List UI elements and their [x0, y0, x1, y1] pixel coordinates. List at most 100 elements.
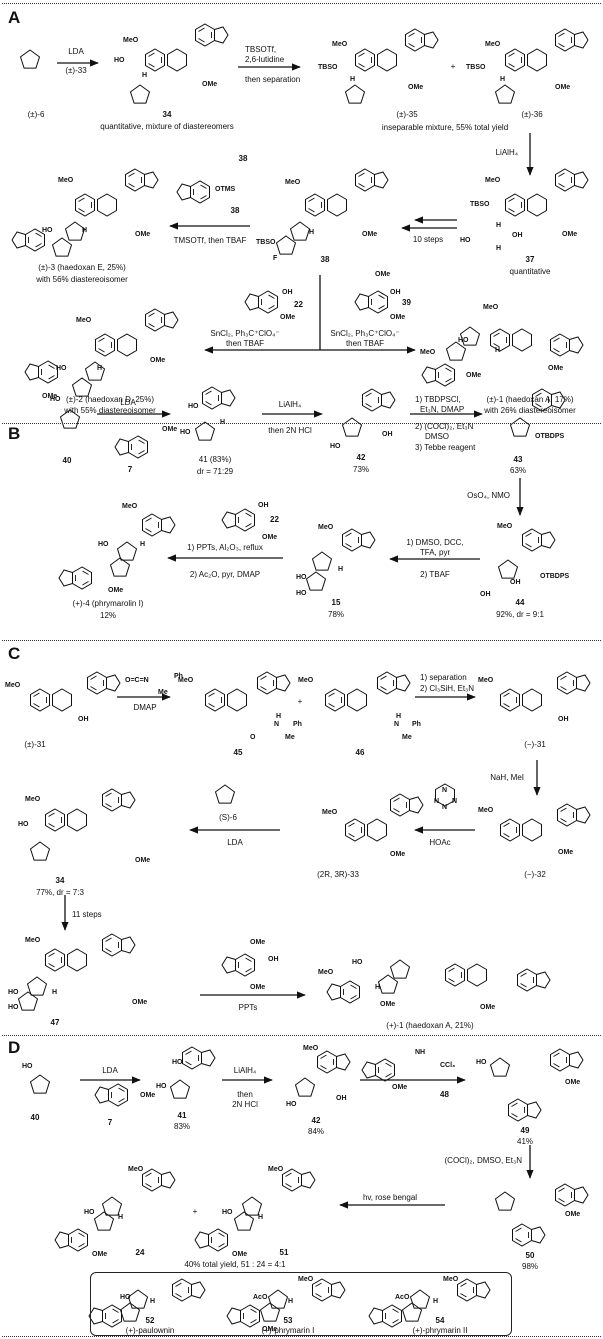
atom-label: MeO [322, 809, 338, 816]
atom-label: OMe [390, 851, 406, 858]
benzodioxole-ring [12, 229, 45, 251]
separator [2, 423, 601, 424]
benzodioxole-ring [355, 291, 388, 313]
reaction-condition: LDA [68, 47, 84, 56]
atom-label: Ph [293, 721, 302, 728]
compound-label: (±)-1 (haedoxan A, 17%) [486, 395, 574, 404]
atom-label: H [220, 419, 226, 426]
benzodioxole-ring [59, 567, 92, 589]
furan-ring [312, 551, 332, 571]
atom-label: OH [512, 232, 523, 239]
reaction-condition: 11 steps [72, 910, 102, 919]
benzodioxole-ring [203, 387, 236, 409]
atom-label: MeO [58, 177, 74, 184]
atom-label: HO [458, 337, 469, 344]
benzene-ring [325, 688, 345, 712]
dioxane-ring [522, 688, 542, 712]
atom-label: OMe [232, 1251, 248, 1258]
compound-label: dr = 71:29 [196, 467, 234, 476]
reaction-condition: 39 [402, 298, 411, 307]
compound-label: with 56% diastereoisomer [36, 275, 128, 284]
atom-label: H [97, 365, 103, 372]
atom-label: OMe [92, 1251, 108, 1258]
benzodioxole-ring [556, 1184, 589, 1206]
benzodioxole-ring [103, 934, 136, 956]
compound-label: (±)-3 (haedoxan E, 25%) [38, 263, 126, 272]
reaction-condition: TFA, pyr [419, 548, 451, 557]
benzodioxole-ring [556, 169, 589, 191]
dioxane-ring [67, 948, 87, 972]
atom-label: N [442, 787, 448, 794]
compound-label: (±)-2 (haedoxan D, 25%) [66, 395, 154, 404]
atom-label: OMe [562, 231, 578, 238]
compound-label: (±)-36 [521, 110, 543, 119]
reaction-condition: OMe [140, 1092, 156, 1099]
atom-label: H [142, 72, 148, 79]
compound-label: (+)-4 (phrymarolin I) [72, 599, 144, 608]
atom-label: HO [460, 237, 471, 244]
compound-label: 44 [515, 598, 525, 607]
reaction-condition: OH [258, 502, 269, 509]
benzene-ring [30, 688, 50, 712]
dioxane-ring [327, 193, 347, 217]
benzene-ring [445, 963, 465, 987]
atom-label: HO [188, 403, 199, 410]
atom-label: HO [8, 989, 19, 996]
atom-label: H [118, 1214, 124, 1221]
furan-ring [295, 1077, 315, 1097]
benzodioxole-ring [88, 672, 121, 694]
compound-label: 24 [135, 1248, 145, 1257]
reaction-condition: 2) Cl₃SiH, Et₃N [420, 684, 475, 693]
atom-label: OMe [555, 84, 571, 91]
benzene-ring [345, 818, 365, 842]
atom-label: OMe [262, 1326, 278, 1333]
atom-label: H [150, 1298, 156, 1305]
dioxane-ring [97, 193, 117, 217]
dioxane-ring [227, 688, 247, 712]
compound-label: (±)-35 [396, 110, 418, 119]
compound-label: quantitative [509, 267, 551, 276]
atom-label: AcO [395, 1294, 410, 1301]
benzodioxole-ring [177, 181, 210, 203]
atom-label: OMe [466, 372, 482, 379]
benzodioxole-ring [362, 1059, 395, 1081]
furan-ring [495, 84, 515, 104]
benzodioxole-ring [258, 672, 291, 694]
atom-label: OTBDPS [535, 433, 565, 440]
compound-label: (2R, 3R)-33 [317, 870, 359, 879]
compound-label: 92%, dr = 9:1 [496, 610, 544, 619]
atom-label: N [394, 721, 400, 728]
reaction-condition: OTMS [215, 186, 236, 193]
benzodioxole-ring [222, 509, 255, 531]
compound-label: (+)-phrymarin I [261, 1326, 315, 1335]
benzodioxole-ring [523, 529, 556, 551]
atom-label: H [276, 713, 282, 720]
atom-label: HO [296, 574, 307, 581]
compound-label: 73% [352, 465, 370, 474]
benzodioxole-ring [103, 789, 136, 811]
compound-label: 46 [355, 748, 365, 757]
benzodioxole-ring [343, 529, 376, 551]
reaction-condition: inseparable mixture, 55% total yield [381, 123, 509, 132]
furan-ring [495, 1191, 515, 1211]
atom-label: OMe [135, 231, 151, 238]
atom-label: HO [98, 541, 109, 548]
atom-label: HO [222, 1209, 233, 1216]
benzodioxole-ring [195, 1229, 228, 1251]
furan-ring [290, 221, 310, 241]
reaction-condition: (±)-33 [65, 66, 87, 75]
reaction-condition: 2) (COCl)₂, Et₃N [415, 422, 474, 431]
atom-label: MeO [25, 796, 41, 803]
atom-label: MeO [122, 503, 138, 510]
separator [2, 3, 601, 4]
compound-label: quantitative, mixture of diastereomers [100, 122, 234, 131]
furan-ring [27, 976, 47, 996]
atom-label: H [140, 541, 146, 548]
reaction-condition: 1) TBDPSCl, [415, 395, 461, 404]
dioxane-ring [347, 688, 367, 712]
furan-ring [490, 1057, 510, 1077]
atom-label: HO [114, 57, 125, 64]
atom-label: OMe [548, 365, 564, 372]
compound-label: 40 [62, 456, 72, 465]
compound-label: 12% [99, 611, 117, 620]
